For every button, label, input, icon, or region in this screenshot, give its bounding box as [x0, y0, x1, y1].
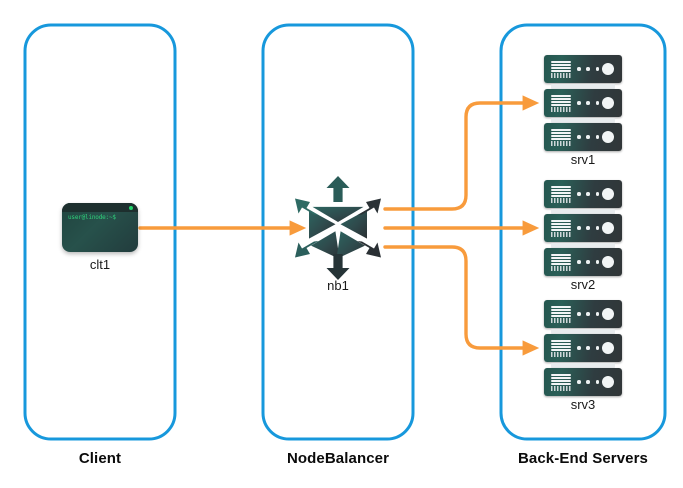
- server-unit: [544, 214, 622, 242]
- server-indicator-dots: [577, 346, 599, 350]
- node-label-srv3: srv3: [570, 397, 596, 412]
- server-disk-icon: [602, 222, 614, 234]
- server-indicator-dots: [577, 135, 599, 139]
- server-lines: [551, 220, 571, 232]
- zone-label-client: Client: [78, 450, 122, 467]
- server-disk-icon: [602, 97, 614, 109]
- server-disk-icon: [602, 131, 614, 143]
- terminal-icon: user@linode:~$: [62, 203, 138, 252]
- server-grill: [551, 198, 571, 203]
- server-rack-icon-srv3: [544, 300, 622, 396]
- server-connector: [551, 243, 615, 248]
- server-disk-icon: [602, 188, 614, 200]
- server-indicator-dots: [577, 380, 599, 384]
- server-grill: [551, 266, 571, 271]
- server-unit: [544, 180, 622, 208]
- zone-box-client: [23, 23, 177, 441]
- server-unit: [544, 55, 622, 83]
- server-lines: [551, 254, 571, 266]
- server-lines: [551, 374, 571, 386]
- zone-box-nodebalancer: [261, 23, 415, 441]
- server-grill: [551, 386, 571, 391]
- zone-label-nodebalancer: NodeBalancer: [286, 450, 390, 467]
- server-disk-icon: [602, 63, 614, 75]
- node-label-clt1: clt1: [89, 257, 111, 272]
- server-grill: [551, 73, 571, 78]
- server-lines: [551, 186, 571, 198]
- server-rack-icon-srv2: [544, 180, 622, 276]
- server-unit: [544, 248, 622, 276]
- nodebalancer-icon: [295, 176, 381, 280]
- server-rack-icon-srv1: [544, 55, 622, 151]
- server-indicator-dots: [577, 67, 599, 71]
- node-label-srv1: srv1: [570, 152, 596, 167]
- server-unit: [544, 300, 622, 328]
- server-grill: [551, 318, 571, 323]
- server-disk-icon: [602, 342, 614, 354]
- terminal-status-dot: [129, 205, 133, 210]
- server-connector: [551, 84, 615, 89]
- node-label-srv2: srv2: [570, 277, 596, 292]
- server-indicator-dots: [577, 101, 599, 105]
- server-disk-icon: [602, 376, 614, 388]
- server-indicator-dots: [577, 260, 599, 264]
- server-disk-icon: [602, 308, 614, 320]
- server-unit: [544, 89, 622, 117]
- terminal-prompt-text: user@linode:~$: [68, 214, 116, 221]
- server-lines: [551, 129, 571, 141]
- server-disk-icon: [602, 256, 614, 268]
- server-connector: [551, 329, 615, 334]
- server-grill: [551, 352, 571, 357]
- server-indicator-dots: [577, 312, 599, 316]
- server-unit: [544, 368, 622, 396]
- node-label-nb1: nb1: [327, 278, 349, 293]
- server-grill: [551, 141, 571, 146]
- server-unit: [544, 123, 622, 151]
- server-indicator-dots: [577, 192, 599, 196]
- server-lines: [551, 340, 571, 352]
- server-connector: [551, 118, 615, 123]
- connector-nb1-srv1: [383, 95, 540, 211]
- server-connector: [551, 209, 615, 214]
- zone-box-backend: [499, 23, 667, 441]
- terminal-titlebar: [62, 203, 138, 212]
- zone-label-backend: Back-End Servers: [517, 450, 648, 467]
- server-grill: [551, 107, 571, 112]
- server-grill: [551, 232, 571, 237]
- server-unit: [544, 334, 622, 362]
- server-lines: [551, 61, 571, 73]
- connector-nb1-srv3: [383, 245, 540, 356]
- server-lines: [551, 306, 571, 318]
- server-lines: [551, 95, 571, 107]
- server-indicator-dots: [577, 226, 599, 230]
- server-connector: [551, 363, 615, 368]
